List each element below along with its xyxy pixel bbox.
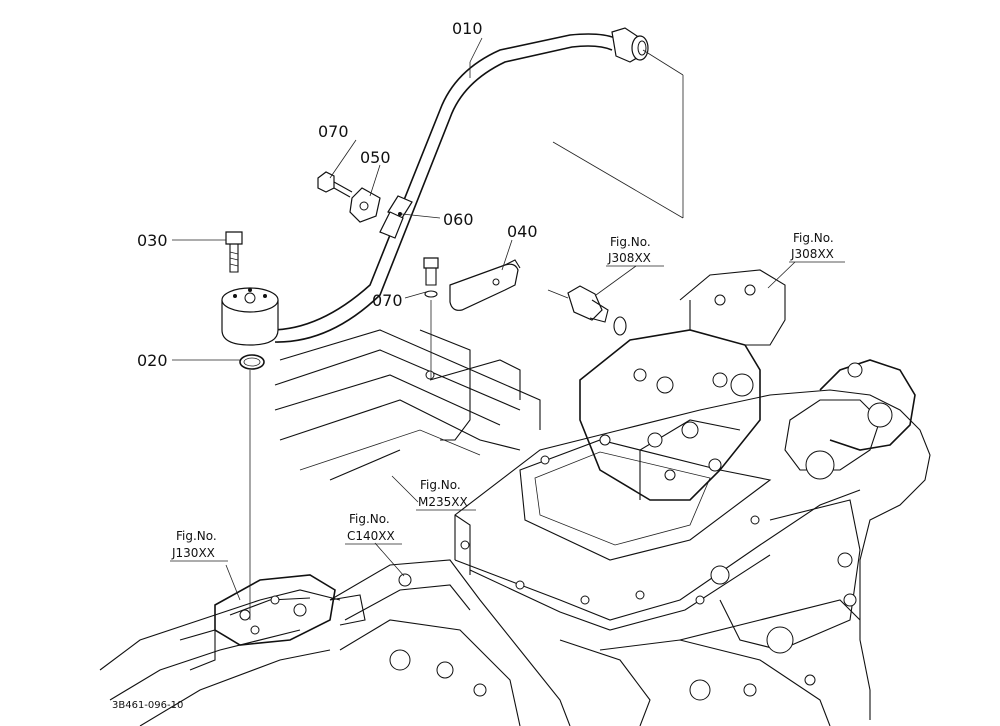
part-label-060: 060	[443, 210, 474, 229]
fig-ref-c140-code: C140XX	[347, 529, 395, 543]
housing-outline	[99, 269, 931, 726]
part-label-040: 040	[507, 222, 538, 241]
housing-holes	[239, 284, 893, 701]
bolt-030	[225, 231, 243, 273]
part-label-050: 050	[360, 148, 391, 167]
nut-050	[349, 187, 381, 223]
part-label-070-upper: 070	[318, 122, 349, 141]
banjo-block	[221, 287, 279, 346]
leader-lines	[172, 37, 796, 620]
o-ring-020	[239, 354, 265, 370]
part-label-070-lower: 070	[372, 291, 403, 310]
fig-ref-j308-right-code: J308XX	[790, 247, 834, 261]
fig-ref-j130-title: Fig.No.	[176, 529, 217, 543]
part-label-010: 010	[452, 19, 483, 38]
part-label-030: 030	[137, 231, 168, 250]
fig-ref-j308-left-code: J308XX	[607, 251, 651, 265]
fig-ref-m235-title: Fig.No.	[420, 478, 461, 492]
part-labels: 010 070 050 060 040 030 070 020	[137, 19, 538, 370]
drawing-code: 3B461-096-10	[112, 700, 183, 711]
bolt-070-upper	[317, 171, 353, 198]
fig-ref-m235-code: M235XX	[418, 495, 468, 509]
fig-ref-j308-left-title: Fig.No.	[610, 235, 651, 249]
bolt-070-lower	[423, 257, 439, 298]
fig-ref-j308-right-title: Fig.No.	[793, 231, 834, 245]
figure-references: Fig.No. J308XX Fig.No. J308XX Fig.No. M2…	[170, 231, 845, 562]
fig-ref-c140-title: Fig.No.	[349, 512, 390, 526]
pipe-010	[269, 27, 649, 343]
part-label-020: 020	[137, 351, 168, 370]
fig-ref-j130-code: J130XX	[171, 546, 215, 560]
fitting-j308	[547, 285, 627, 336]
bracket-040	[449, 259, 521, 311]
